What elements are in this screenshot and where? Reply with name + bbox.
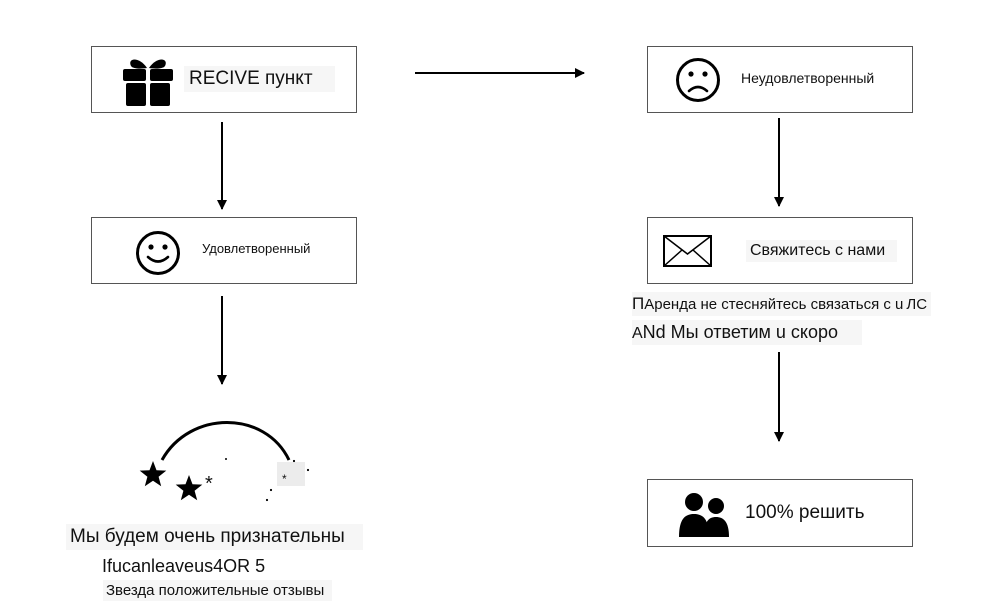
sad-face-icon xyxy=(676,58,720,102)
node-receive-label: RECIVE пункт xyxy=(184,66,335,92)
gift-icon xyxy=(123,59,173,106)
node-unsatisfied: Неудовлетворенный xyxy=(647,46,913,113)
contact-note-line2: ANd Мы ответим u скоро xyxy=(632,320,863,345)
rating-text-line2: Ifucanleaveus4OR 5 xyxy=(102,556,266,576)
rating-mark-1: * xyxy=(205,473,213,495)
contact-note-line2-main: Nd Мы ответим u скоро xyxy=(642,322,839,342)
envelope-icon xyxy=(663,235,712,267)
smile-face-icon xyxy=(136,231,180,275)
users-icon xyxy=(679,493,729,537)
node-unsatisfied-label: Неудовлетворенный xyxy=(741,70,875,86)
rating-text-line3: Звезда положительные отзывы xyxy=(103,580,333,601)
contact-note-line1-prefix: П xyxy=(632,294,645,313)
contact-note-line1-suffix: ЛС xyxy=(906,296,928,313)
node-satisfied-label: Удовлетворенный xyxy=(202,241,311,256)
rating-text-line1: Мы будем очень признательны xyxy=(66,524,363,550)
node-solve-label: 100% решить xyxy=(745,502,865,523)
rating-mark-2: * xyxy=(282,472,287,486)
node-contact-label: Свяжитесь с нами xyxy=(746,240,898,262)
node-contact: Свяжитесь с нами xyxy=(647,217,913,284)
node-receive: RECIVE пункт xyxy=(91,46,357,113)
contact-note-line2-prefix: A xyxy=(632,325,643,342)
node-satisfied: Удовлетворенный xyxy=(91,217,357,284)
stars-arc-icon xyxy=(139,421,310,502)
node-solve: 100% решить xyxy=(647,479,913,547)
contact-note-line1-main: Аренда не стесняйтесь связаться с u xyxy=(644,296,904,313)
